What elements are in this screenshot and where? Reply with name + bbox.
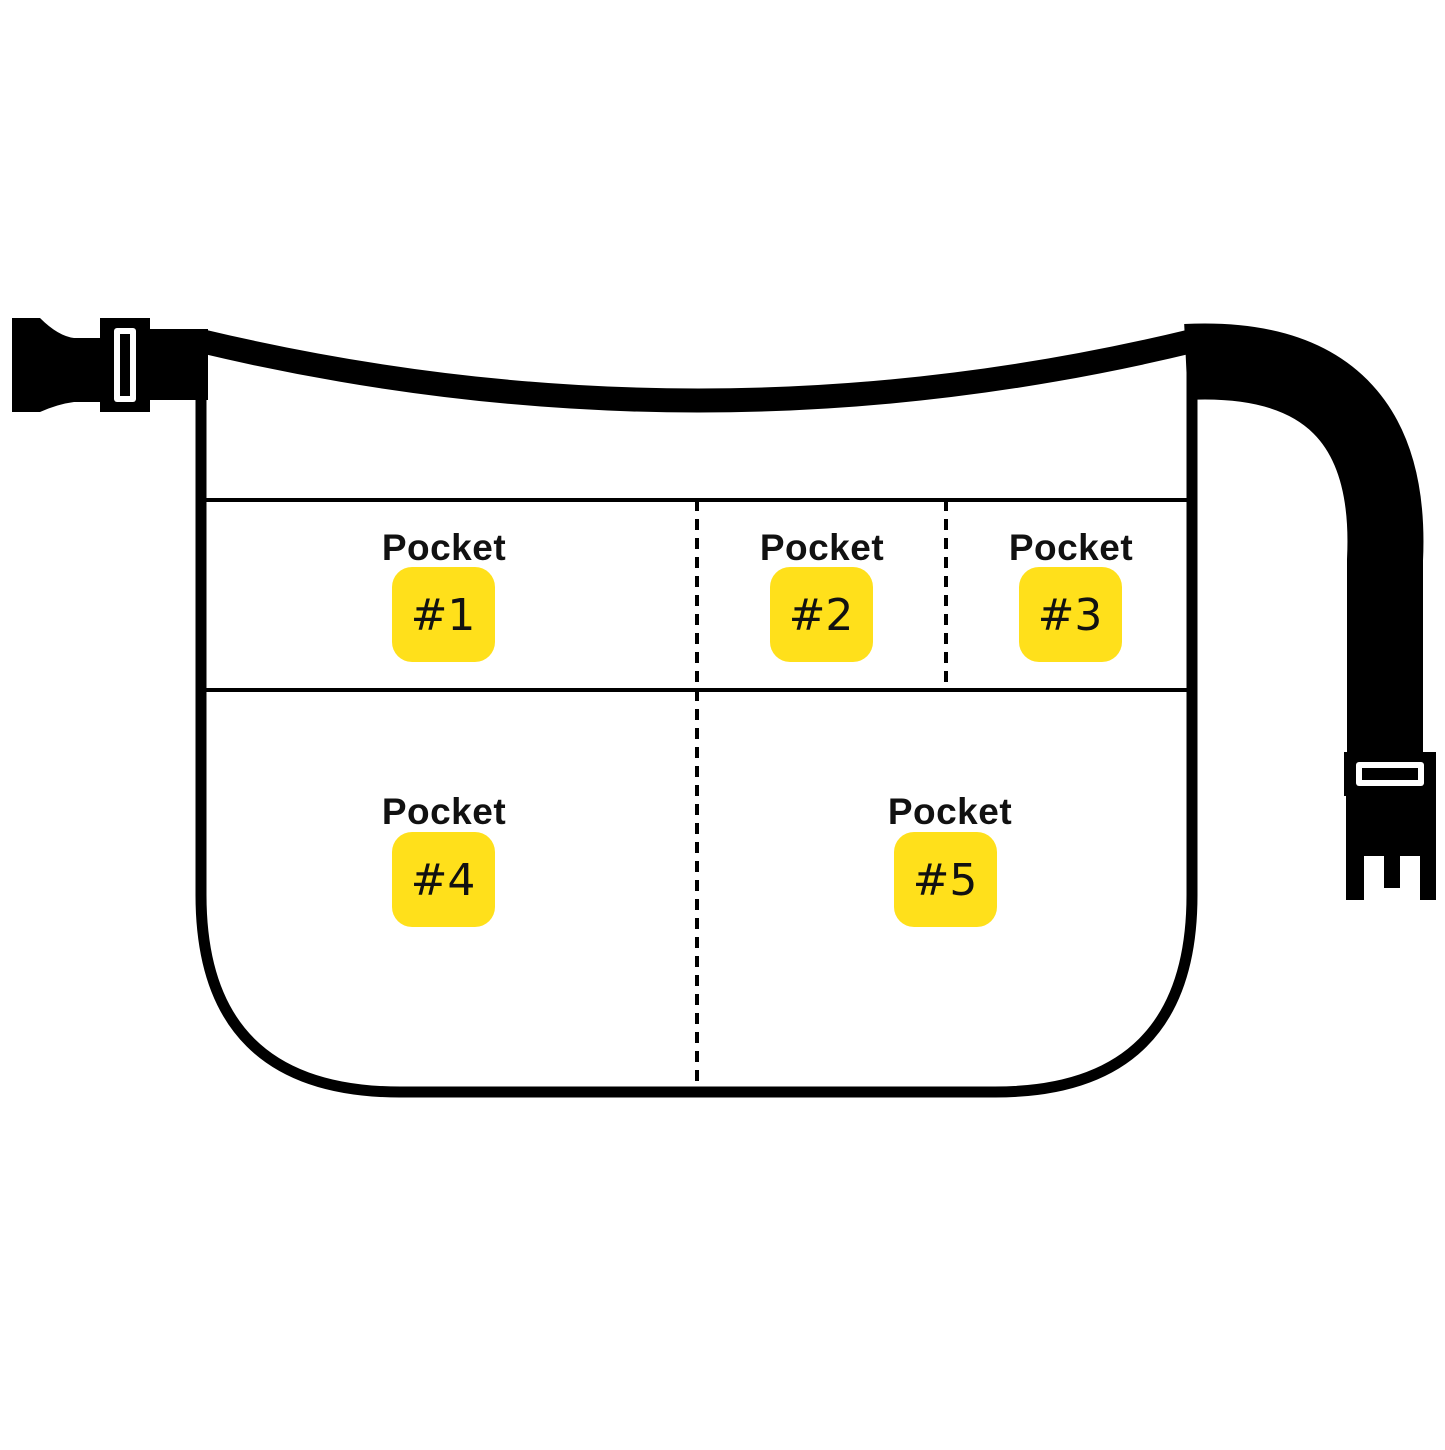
pocket-2-badge (770, 567, 873, 662)
apron-body-outline (195, 340, 1198, 1098)
pocket-2-label: Pocket (760, 527, 884, 568)
pocket-3-number: #3 (1038, 590, 1103, 641)
buckle-male-icon (1344, 752, 1436, 900)
pocket-4-number: #4 (411, 855, 476, 906)
pocket-1-badge (392, 567, 495, 662)
pocket-4-badge (392, 832, 495, 927)
pocket-5: Pocket #5 (888, 791, 1012, 927)
pocket-4: Pocket #4 (382, 791, 506, 927)
pocket-5-number: #5 (913, 855, 978, 906)
pocket-3-badge (1019, 567, 1122, 662)
pocket-5-badge (894, 832, 997, 927)
waistband (198, 329, 1195, 413)
pocket-1-number: #1 (411, 590, 476, 641)
pocket-3-label: Pocket (1009, 527, 1133, 568)
pocket-3: Pocket #3 (1009, 527, 1133, 662)
left-strap (140, 329, 208, 400)
pocket-1: Pocket #1 (382, 527, 506, 662)
pocket-2-number: #2 (789, 590, 854, 641)
pocket-5-label: Pocket (888, 791, 1012, 832)
right-strap (1184, 323, 1424, 762)
pocket-4-label: Pocket (382, 791, 506, 832)
pocket-1-label: Pocket (382, 527, 506, 568)
pocket-2: Pocket #2 (760, 527, 884, 662)
buckle-female-icon (12, 318, 150, 412)
